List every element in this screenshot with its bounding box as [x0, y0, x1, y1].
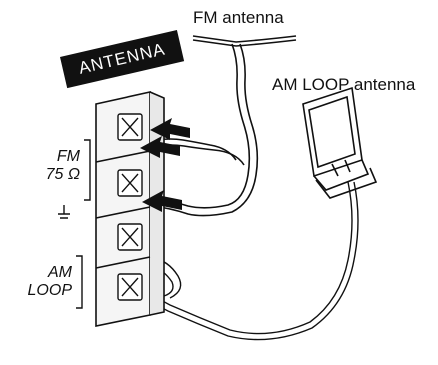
am-label-line1: AM: [48, 264, 72, 281]
am-twisted-lead: [149, 181, 359, 341]
arrow-upper-2: [140, 136, 180, 158]
fm-antenna-label: FM antenna: [193, 8, 284, 27]
insert-arrows: [140, 118, 190, 212]
fm-bracket: [58, 139, 91, 219]
arrow-upper-1: [150, 118, 190, 140]
am-bracket: [76, 255, 83, 309]
fm-label-line1: FM: [56, 148, 80, 165]
arrow-lower: [142, 190, 182, 212]
fm-antenna-wire: [151, 35, 297, 217]
am-loop-antenna-label: AM LOOP antenna: [272, 75, 416, 94]
fm-label: FM 75 Ω: [30, 148, 80, 184]
am-loop-label: AM LOOP: [22, 264, 72, 300]
fm-label-line2: 75 Ω: [45, 166, 80, 183]
terminal-sockets: [117, 113, 143, 301]
am-loop-antenna: [302, 86, 378, 199]
am-label-line2: LOOP: [27, 282, 72, 299]
